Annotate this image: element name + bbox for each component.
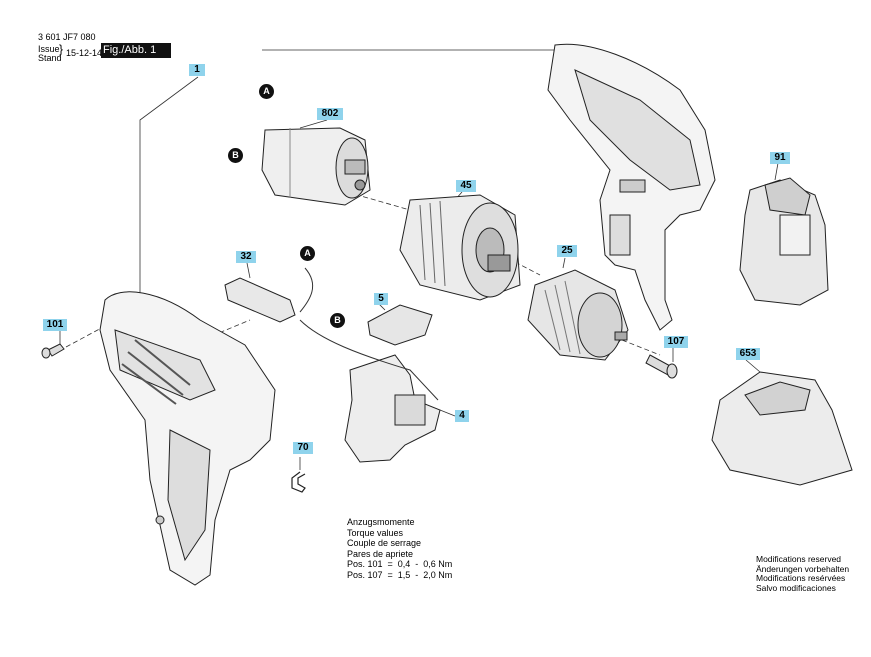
housing-half-left [99, 291, 276, 586]
brace-glyph: } [59, 42, 64, 56]
torque-pos-101: Pos. 101 = 0,4 - 0,6 Nm [347, 559, 453, 569]
connector-b-motor: B [228, 148, 243, 163]
clip-70 [291, 471, 306, 493]
part-tag-101: 101 [43, 319, 67, 331]
part-tag-4: 4 [455, 410, 469, 422]
connector-a-motor: A [259, 84, 274, 99]
switch-assembly [299, 267, 441, 463]
part-tag-91: 91 [770, 152, 790, 164]
screw-107 [645, 354, 678, 379]
torque-title-en: Torque values [347, 527, 404, 538]
issue-date: 15-12-14 [66, 48, 103, 58]
battery [739, 177, 829, 306]
chuck [527, 269, 629, 361]
part-tag-32: 32 [236, 251, 256, 263]
connector-b-wire: B [330, 313, 345, 328]
part-32 [224, 277, 296, 323]
issue-label: Issue [38, 44, 60, 54]
modifications-notice: Modifications reserved Änderungen vorbeh… [756, 554, 850, 593]
motor [261, 127, 371, 206]
housing-half-right [547, 43, 716, 331]
figure-label: Fig./Abb. 1 [101, 43, 171, 58]
part-tag-802: 802 [317, 108, 343, 120]
torque-title-de: Anzugsmomente [347, 517, 415, 527]
part-tag-45: 45 [456, 180, 476, 192]
part-tag-25: 25 [557, 245, 577, 257]
doc-number: 3 601 JF7 080 [38, 32, 96, 42]
torque-title-es: Pares de apriete [347, 548, 414, 559]
torque-title-fr: Couple de serrage [347, 538, 422, 548]
part-tag-5: 5 [374, 293, 388, 305]
torque-pos-107: Pos. 107 = 1,5 - 2,0 Nm [347, 569, 453, 580]
mod-es: Salvo modificaciones [756, 582, 836, 593]
mod-en: Modifications reserved [756, 554, 842, 564]
part-tag-653: 653 [736, 348, 760, 360]
connector-a-wire: A [300, 246, 315, 261]
part-tag-1: 1 [189, 64, 205, 76]
gearbox [399, 194, 521, 301]
part-tag-70: 70 [293, 442, 313, 454]
screw-101 [41, 343, 65, 359]
torque-values: Anzugsmomente Torque values Couple de se… [347, 517, 452, 580]
stand-label: Stand [38, 53, 62, 63]
part-5 [367, 304, 433, 346]
part-tag-107: 107 [664, 336, 688, 348]
mod-de: Änderungen vorbehalten [756, 563, 850, 574]
mod-fr: Modifications resérvées [756, 573, 846, 583]
charger [711, 371, 853, 486]
